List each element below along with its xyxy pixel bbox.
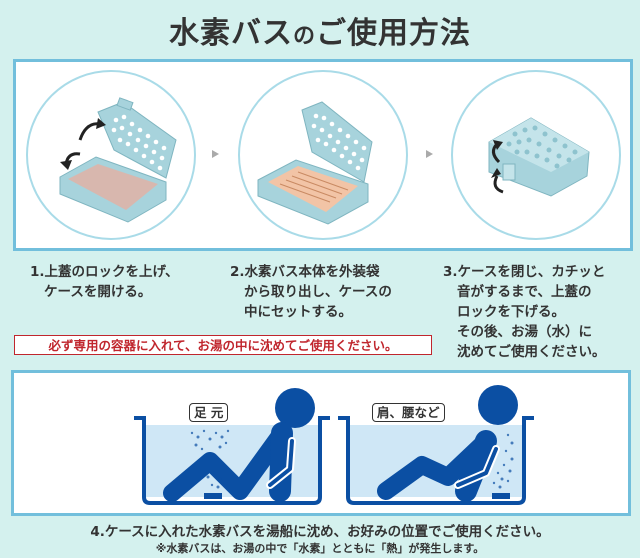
title-particle: の — [292, 24, 316, 49]
step-2-illustration — [238, 70, 408, 240]
steps-panel — [13, 59, 633, 251]
position-label-back: 肩、腰など — [372, 403, 445, 422]
step-1-text: 1.上蓋のロックを上げ、 ケースを開ける。 — [30, 264, 179, 300]
step-4-text: 4.ケースに入れた水素バスを湯船に沈め、お好みの位置でご使用ください。 — [90, 524, 550, 540]
case-with-packet-icon — [257, 101, 373, 225]
position-label-feet: 足 元 — [189, 403, 229, 422]
bath-feet-icon — [134, 388, 330, 505]
bath-back-icon — [338, 385, 534, 505]
step-3-text: 3.ケースを閉じ、カチッと 音がするまで、上蓋の ロックを下げる。 その後、お湯… — [443, 264, 606, 360]
step-1-illustration — [26, 70, 196, 240]
bath-panel: 足 元 肩、腰など — [11, 370, 631, 516]
heat-note: ※水素バスは、お湯の中で「水素」とともに「熱」が発生します。 — [155, 542, 485, 555]
step-2-text: 2.水素バス本体を外装袋 から取り出し、ケースの 中にセットする。 — [230, 264, 392, 320]
step-arrow-icon — [426, 150, 433, 158]
step-arrow-icon — [212, 150, 219, 158]
title-usage: ご使用方法 — [316, 16, 471, 51]
case-closing-icon — [488, 117, 590, 197]
page-title: 水素バスのご使用方法 — [0, 8, 640, 52]
warning-notice: 必ず専用の容器に入れて、お湯の中に沈めてご使用ください。 — [14, 335, 432, 355]
step-3-illustration — [451, 70, 621, 240]
title-product: 水素バス — [168, 16, 293, 51]
case-opening-icon — [59, 97, 177, 223]
